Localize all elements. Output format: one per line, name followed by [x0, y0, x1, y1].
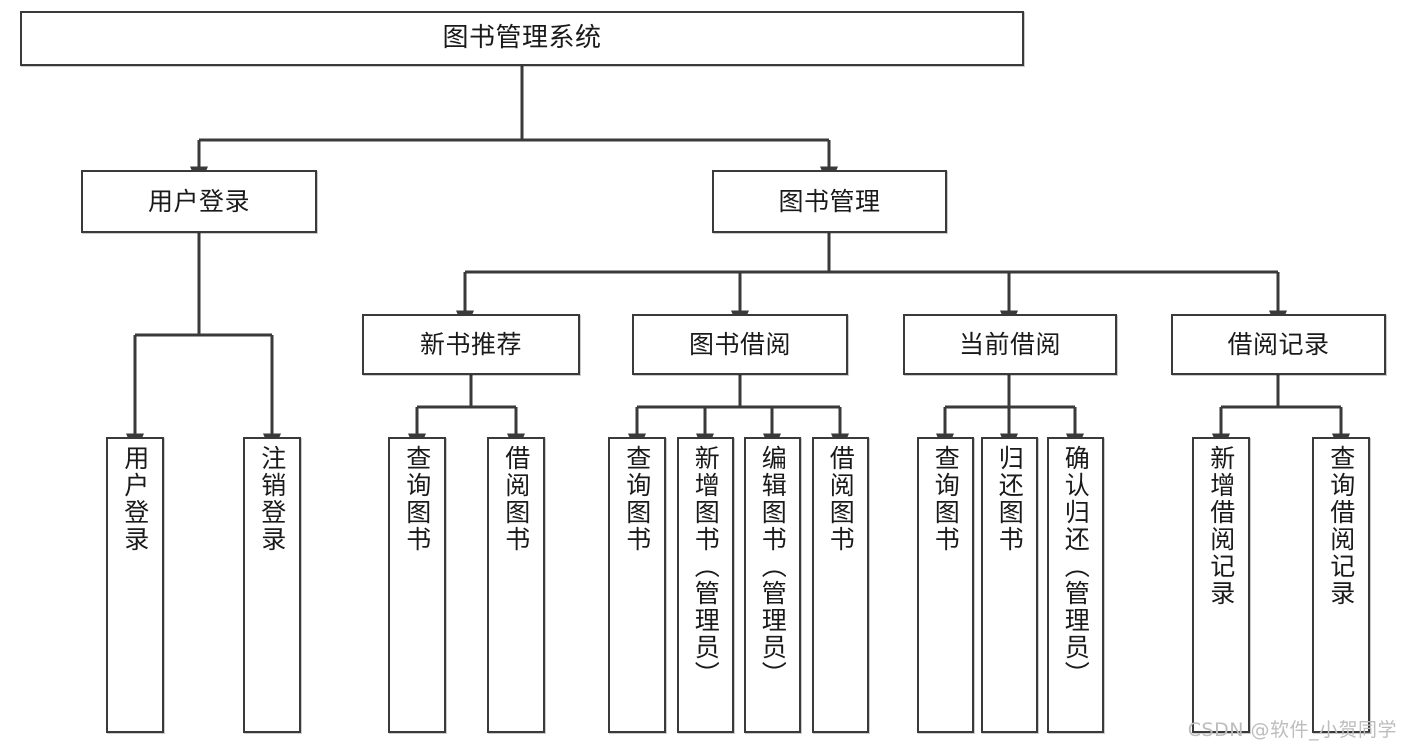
node-l3-c1[interactable]: 查询图书 — [608, 437, 666, 733]
node-label: 归还图书 — [995, 445, 1025, 553]
node-label: 查询图书 — [622, 445, 652, 553]
node-label: 图书管理系统 — [442, 23, 602, 54]
node-l3-c4[interactable]: 借阅图书 — [812, 437, 869, 733]
node-label: 查询借阅记录 — [1326, 445, 1356, 607]
watermark-text: CSDN @软件_小贺同学 — [1187, 719, 1397, 741]
node-label: 当前借阅 — [958, 329, 1061, 359]
node-l3-d1[interactable]: 查询图书 — [917, 437, 974, 733]
node-l3-b1[interactable]: 查询图书 — [388, 437, 446, 733]
node-label: 借阅图书 — [826, 445, 856, 553]
node-l2-record[interactable]: 借阅记录 — [1171, 314, 1386, 375]
node-label: 图书管理 — [778, 186, 881, 216]
node-label: 图书借阅 — [688, 329, 791, 359]
node-l2-borrow[interactable]: 图书借阅 — [632, 314, 848, 375]
node-l2-new[interactable]: 新书推荐 — [362, 314, 580, 375]
node-l3-d3[interactable]: 确认归还（管理员） — [1047, 437, 1104, 733]
node-label: 编辑图书（管理员） — [758, 445, 788, 688]
node-label: 用户登录 — [147, 186, 250, 216]
node-l3-c2[interactable]: 新增图书（管理员） — [677, 437, 734, 733]
node-l2-current[interactable]: 当前借阅 — [903, 314, 1117, 375]
node-l3-a2[interactable]: 注销登录 — [243, 437, 301, 733]
node-root[interactable]: 图书管理系统 — [20, 11, 1024, 66]
node-label: 新增借阅记录 — [1206, 445, 1236, 607]
node-l1-login[interactable]: 用户登录 — [81, 170, 317, 233]
node-label: 借阅记录 — [1227, 329, 1330, 359]
node-label: 借阅图书 — [501, 445, 531, 553]
node-label: 新增图书（管理员） — [691, 445, 721, 688]
node-label: 注销登录 — [257, 445, 287, 553]
node-l3-e1[interactable]: 新增借阅记录 — [1192, 437, 1250, 733]
node-l3-e2[interactable]: 查询借阅记录 — [1312, 437, 1370, 733]
node-label: 新书推荐 — [419, 329, 522, 359]
node-l3-a1[interactable]: 用户登录 — [106, 437, 164, 733]
node-l1-book[interactable]: 图书管理 — [712, 170, 947, 233]
node-label: 确认归还（管理员） — [1061, 445, 1091, 688]
node-l3-b2[interactable]: 借阅图书 — [487, 437, 545, 733]
node-label: 查询图书 — [402, 445, 432, 553]
node-label: 用户登录 — [120, 445, 150, 553]
node-label: 查询图书 — [931, 445, 961, 553]
node-l3-c3[interactable]: 编辑图书（管理员） — [744, 437, 801, 733]
node-l3-d2[interactable]: 归还图书 — [981, 437, 1038, 733]
